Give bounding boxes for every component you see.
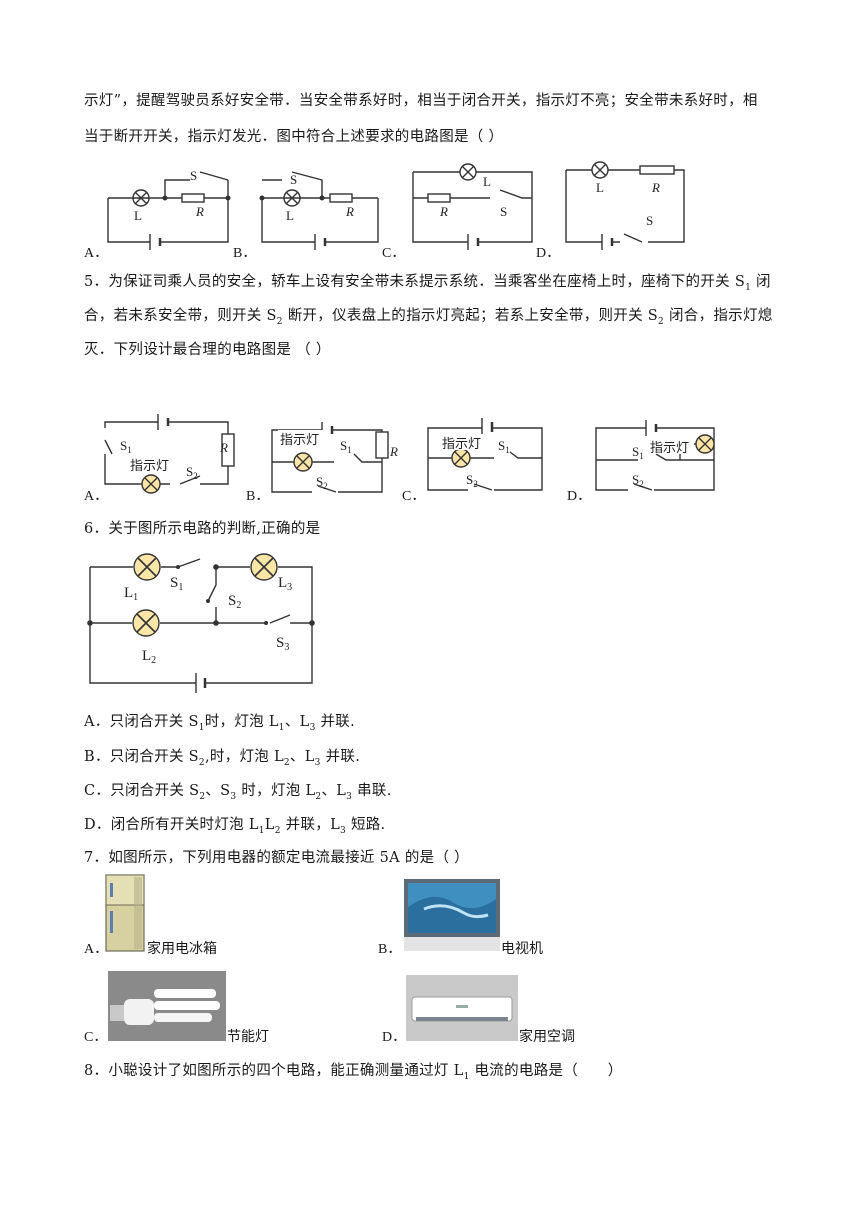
q5-option-b: B． xyxy=(246,489,270,504)
q7-option-b-caption: 电视机 xyxy=(501,941,543,957)
q6-s1-label: S1 xyxy=(170,575,183,593)
q4-option-d: D． xyxy=(536,246,561,261)
q6-option-d: D．闭合所有开关时灯泡 L1L2 并联，L3 短路. xyxy=(84,817,386,836)
q7-option-a-caption: 家用电冰箱 xyxy=(147,941,217,957)
q6-title: 6．关于图所示电路的判断,正确的是 xyxy=(84,521,321,537)
q4d-switch-label: S xyxy=(646,213,653,228)
q6-option-c: C．只闭合开关 S2、S3 时，灯泡 L2、L3 串联. xyxy=(84,783,392,802)
q5a-resistor-label: R xyxy=(219,440,228,455)
q7-option-b-letter: B． xyxy=(378,942,402,957)
q6-option-a: A．只闭合开关 S1时，灯泡 L1、L3 并联. xyxy=(84,714,356,733)
q6-s2-label: S2 xyxy=(228,593,241,611)
q4c-resistor-label: R xyxy=(439,204,448,219)
q5c-s2-label: S2 xyxy=(466,472,478,489)
q4a-lamp-label: L xyxy=(134,208,142,223)
q5a-s1-label: S1 xyxy=(120,438,132,455)
q6-s3-label: S3 xyxy=(276,635,289,653)
q4b-lamp-label: L xyxy=(286,208,294,223)
q6-option-b: B．只闭合开关 S2,时，灯泡 L2、L3 并联. xyxy=(84,749,361,768)
q6-l3-label: L3 xyxy=(278,575,292,593)
q5d-indicator-label: 指示灯 xyxy=(650,440,689,455)
q4-option-b: B． xyxy=(233,246,257,261)
q4-option-c: C． xyxy=(382,246,406,261)
q5a-s2-label: S2 xyxy=(186,464,198,481)
q5-option-d: D． xyxy=(567,489,592,504)
q4a-resistor-label: R xyxy=(195,204,204,219)
q7-option-c-letter: C． xyxy=(84,1030,108,1045)
q5b-resistor-label: R xyxy=(389,444,398,459)
q5-option-a: A． xyxy=(84,489,109,504)
q5-text-line1: 5．为保证司乘人员的安全，轿车上设有安全带未系提示系统．当乘客坐在座椅上时，座椅… xyxy=(84,274,771,293)
q4c-lamp-label: L xyxy=(483,174,491,189)
q4b-switch-label: S xyxy=(290,172,297,187)
q5-text-line3: 灭．下列设计最合理的电路图是 （ ） xyxy=(84,342,331,358)
q5-option-c: C． xyxy=(402,489,426,504)
q7-title: 7．如图所示，下列用电器的额定电流最接近 5A 的是（ ） xyxy=(84,850,469,866)
air-conditioner-image xyxy=(406,975,518,1041)
q4d-resistor-label: R xyxy=(651,180,660,195)
q4c-switch-label: S xyxy=(500,204,507,219)
q5c-indicator-label: 指示灯 xyxy=(442,436,481,451)
tv-image xyxy=(404,879,500,951)
q5-circuits: R S1 指示灯 S2 指示灯 S1 R S2 指示灯 S1 S2 指示灯 S1… xyxy=(104,414,715,494)
q5b-indicator-label: 指示灯 xyxy=(280,432,319,447)
q5a-indicator-label: 指示灯 xyxy=(130,458,169,473)
energy-saving-lamp-image xyxy=(108,971,226,1041)
q4d-lamp-label: L xyxy=(596,180,604,195)
q5b-s1-label: S1 xyxy=(340,438,352,455)
q4b-resistor-label: R xyxy=(345,204,354,219)
q5d-s2-label: S2 xyxy=(632,472,644,489)
q5b-s2-label: S2 xyxy=(316,474,328,491)
q8-title: 8．小聪设计了如图所示的四个电路，能正确测量通过灯 L1 电流的电路是（ ） xyxy=(84,1063,623,1082)
q4-circuits: L R S L R S L R S L R S xyxy=(107,161,685,250)
q7-option-d-letter: D． xyxy=(382,1030,407,1045)
q4-option-a: A． xyxy=(84,246,109,261)
q5-text-line2: 合，若未系安全带，则开关 S2 断开，仪表盘上的指示灯亮起；若系上安全带，则开关… xyxy=(84,308,773,327)
q4a-switch-label: S xyxy=(190,168,197,183)
q6-l1-label: L1 xyxy=(124,585,138,603)
q5d-s1-label: S1 xyxy=(632,444,644,461)
q6-circuit: L1 S1 L3 S2 S3 L2 xyxy=(87,553,315,693)
q4-text-line2: 当于断开开关，指示灯发光．图中符合上述要求的电路图是（ ） xyxy=(84,129,504,145)
fridge-image xyxy=(105,874,145,952)
q5c-s1-label: S1 xyxy=(498,438,510,455)
q6-l2-label: L2 xyxy=(142,648,156,666)
q7-option-a-letter: A． xyxy=(84,942,109,957)
q4-text-line1: 示灯”，提醒驾驶员系好安全带．当安全带系好时，相当于闭合开关，指示灯不亮；安全带… xyxy=(84,93,758,109)
q7-option-c-caption: 节能灯 xyxy=(227,1029,269,1045)
q7-option-d-caption: 家用空调 xyxy=(519,1029,575,1045)
